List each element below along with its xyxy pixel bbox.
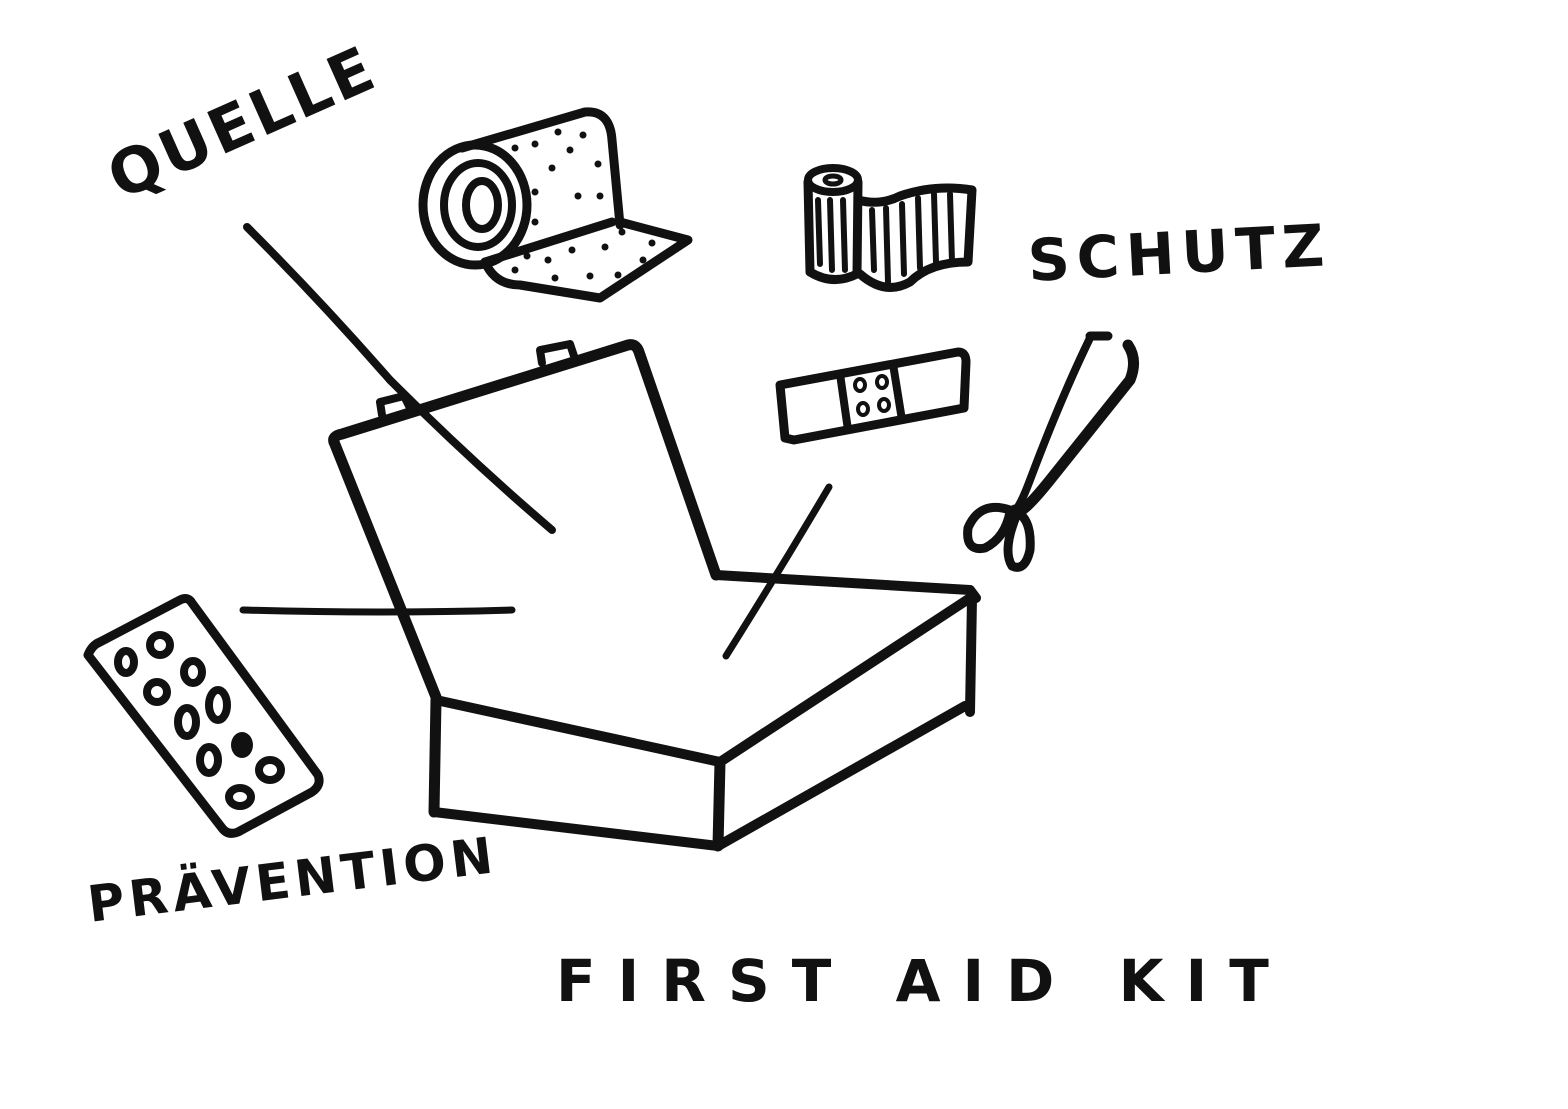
quelle-pointer-line: [243, 223, 556, 534]
elastic-bandage-roll-icon: [803, 164, 977, 292]
label-schutz: SCHUTZ: [1026, 211, 1333, 295]
praevention-pointer-line: [239, 606, 516, 616]
pill-blister-pack-icon: [83, 594, 324, 838]
pointer-lines: [239, 223, 833, 660]
scissors-icon: [963, 331, 1139, 572]
plaster-strip-icon: [775, 347, 971, 445]
schutz-pointer-line: [722, 483, 833, 660]
adhesive-tape-roll-icon: [418, 107, 693, 303]
first-aid-box-icon: [328, 339, 981, 852]
illustration-title: FIRST AID KIT: [556, 947, 1291, 1015]
